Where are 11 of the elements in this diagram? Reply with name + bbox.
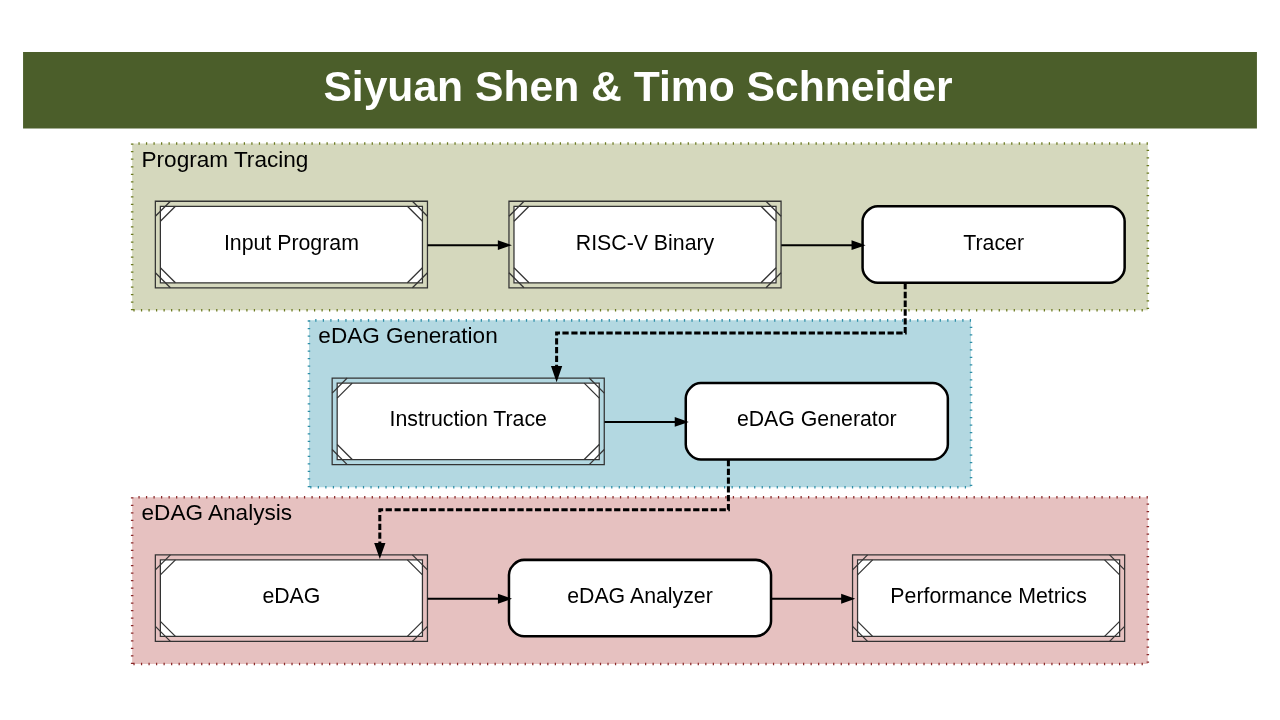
arrow (427, 239, 512, 250)
node-box: eDAG Generator (684, 381, 950, 461)
arrow (604, 416, 689, 427)
arrow (550, 282, 907, 382)
arrow (781, 239, 866, 250)
arrow (427, 593, 512, 604)
arrow (374, 459, 730, 559)
arrow (771, 593, 856, 604)
node-box: eDAG Analyzer (507, 558, 773, 638)
node-box: Tracer (861, 204, 1126, 284)
diagram-title: Siyuan Shen & Timo Schneider (323, 61, 953, 110)
